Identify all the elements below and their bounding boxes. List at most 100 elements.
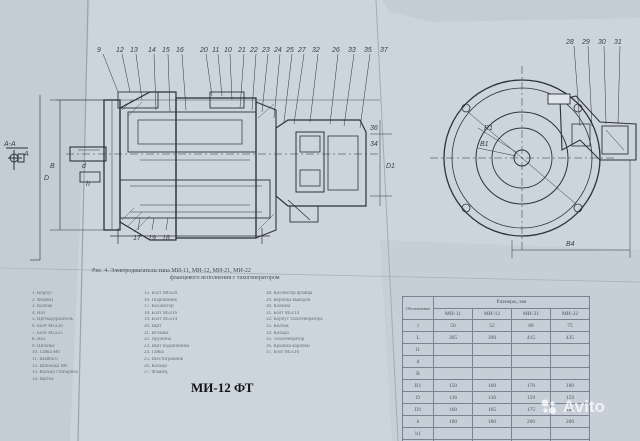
parts-list-item: 27. Фланец: [144, 370, 168, 376]
parts-list-item: 16. Подшипник: [144, 297, 177, 303]
table-cell: 435: [550, 331, 590, 344]
table-cell: 165: [472, 403, 512, 416]
table-cell: 136: [433, 391, 473, 404]
table-cell: 200: [550, 415, 590, 428]
parts-list-item: 29. Коробка выводов: [266, 297, 311, 303]
table-row-label: B: [402, 367, 434, 380]
callout-number: 36: [370, 125, 378, 132]
parts-list-item: 21. Вставка: [144, 330, 169, 336]
parts-list-item: 13. Кольцо стопорное: [32, 370, 79, 376]
callout-number: 21: [237, 47, 246, 54]
parts-list-item: 33. Колпак: [266, 323, 289, 329]
table-cell: [550, 355, 590, 368]
parts-list-item: 26. Кольцо: [144, 363, 167, 369]
callout-number: 29: [581, 39, 590, 46]
parts-list-item: 9. Шпонка: [32, 343, 55, 349]
parts-list-item: 2. Фланец: [32, 297, 53, 303]
callout-number: 33: [348, 47, 356, 54]
parts-list-item: 35. Тахогенератор: [266, 337, 305, 343]
callout-number: 26: [331, 47, 340, 54]
dimension-label: B: [50, 163, 55, 170]
callout-number: 30: [598, 39, 606, 46]
table-cell: 68: [511, 319, 551, 332]
table-row-label: D: [402, 391, 434, 404]
photo-title: МИ-12 ФТ: [191, 380, 254, 395]
table-cell: [511, 427, 551, 440]
parts-list-item: 24. Гайка: [144, 350, 164, 356]
callout-number: 11: [212, 47, 219, 54]
dimension-label: D: [44, 175, 49, 182]
table-cell: 390: [472, 331, 512, 344]
table-cell: [472, 343, 512, 356]
table-cell: [472, 355, 512, 368]
parts-list-item: 10. Гайка М6: [32, 350, 60, 356]
callout-number: 24: [273, 47, 282, 54]
parts-list-item: 20. Щит: [144, 323, 162, 329]
callout-number: 10: [224, 47, 232, 54]
table-cell: [550, 439, 590, 441]
callout-number: 20: [199, 47, 208, 54]
table-row-label: B1: [402, 379, 434, 392]
table-cell: [433, 343, 473, 356]
table-row-label: l: [402, 319, 434, 332]
dimension-label: B1: [480, 141, 489, 148]
table-row: h1: [402, 427, 590, 440]
callout-number: 32: [312, 47, 320, 54]
avito-watermark: Avito: [540, 397, 605, 417]
table-cell: 160: [433, 403, 473, 416]
table-row-label: L: [402, 331, 434, 344]
parts-list-item: 15. Болт М6х20: [144, 291, 178, 296]
dimension-label: h: [86, 181, 90, 188]
callout-number: 9: [97, 47, 101, 54]
parts-list-item: 6. Болт М5х20: [32, 323, 63, 329]
parts-list-item: 8. Вал: [32, 337, 46, 343]
table-cell: 50: [433, 319, 473, 332]
dimension-label: A: [23, 151, 29, 158]
callout-number: 23: [261, 47, 270, 54]
table-row-label: h1: [402, 427, 434, 440]
table-cell: 52: [472, 319, 512, 332]
parts-list-item: 30. Клемма: [266, 304, 291, 310]
avito-watermark-text: Avito: [563, 397, 605, 416]
table-cell: 180: [550, 379, 590, 392]
callout-number: 35: [364, 47, 372, 54]
callout-number: 13: [130, 47, 138, 54]
table-cell: [433, 355, 473, 368]
callout-number: 14: [148, 47, 156, 54]
parts-list-item: 25. Шестигранник: [144, 356, 184, 362]
table-cell: 415: [511, 331, 551, 344]
parts-list-item: 32. Корпус тахогенератора: [266, 317, 323, 323]
callout-number: 16: [176, 47, 184, 54]
parts-list-item: 5. Щеткодержатель: [32, 317, 73, 323]
table-column-header: МИ-12: [472, 307, 512, 320]
table-row-label: d: [402, 355, 434, 368]
table-cell: [472, 427, 512, 440]
table-row: d: [402, 355, 590, 368]
parts-list-item: 36. Крышка коробки: [266, 343, 310, 349]
table-cell: 365: [433, 331, 473, 344]
table-cell: 75: [550, 319, 590, 332]
caption-line-2: фланцевого исполнения с тахогенератором: [170, 275, 280, 281]
parts-list-item: 18. Болт М5х16: [144, 310, 178, 316]
parts-list-item: 3. Колпак: [32, 304, 53, 310]
callout-number: 34: [370, 141, 378, 148]
parts-list-item: 37. Болт М5х16: [266, 350, 300, 356]
table-cell: [511, 355, 551, 368]
callout-number: 22: [249, 47, 258, 54]
table-cell: 180: [433, 415, 473, 428]
table-column-header: МИ-22: [550, 307, 590, 320]
parts-list-item: 7. Болт М5х25: [32, 330, 63, 336]
table-row: B: [402, 367, 590, 380]
table-row-label: l1: [402, 343, 434, 356]
table-cell: [550, 427, 590, 440]
table-cell: 150: [433, 379, 473, 392]
